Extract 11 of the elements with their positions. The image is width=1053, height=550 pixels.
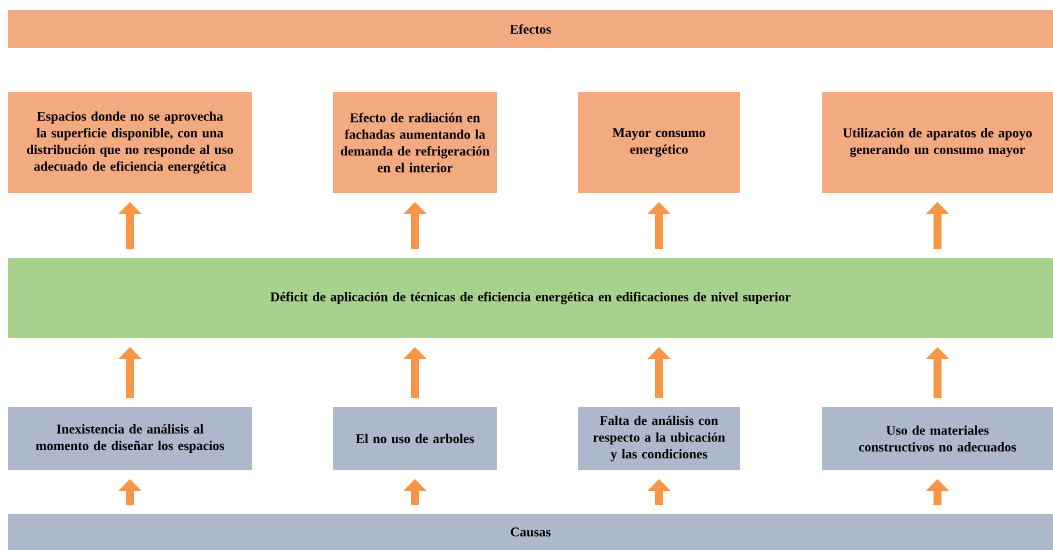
effect-box: Mayor consumo energético bbox=[578, 91, 740, 194]
effect-box: Efecto de radiación en fachadas aumentando la demanda de refrigeración en el interior bbox=[333, 91, 497, 194]
cause-box: El no uso de arboles bbox=[333, 407, 497, 470]
cause-box: Falta de análisis con respecto a la ubicación y las condiciones bbox=[578, 407, 740, 470]
effect-box: Utilización de aparatos de apoyo generando un consumo mayor bbox=[822, 91, 1053, 194]
cause-box: Uso de materiales constructivos no adecuados bbox=[822, 407, 1053, 470]
header-band: Efectos bbox=[7, 10, 1053, 48]
cause-box: Inexistencia de análisis al momento de diseñar los espacios bbox=[8, 407, 252, 470]
problem-band: Déficit de aplicación de técnicas de eficiencia energética en edificaciones de nivel superior bbox=[7, 258, 1053, 338]
effect-box: Espacios donde no se aprovecha la superficie disponible, con una distribución que no responde al uso adecuado de eficiencia energética bbox=[8, 91, 252, 194]
footer-band: Causas bbox=[7, 514, 1053, 550]
